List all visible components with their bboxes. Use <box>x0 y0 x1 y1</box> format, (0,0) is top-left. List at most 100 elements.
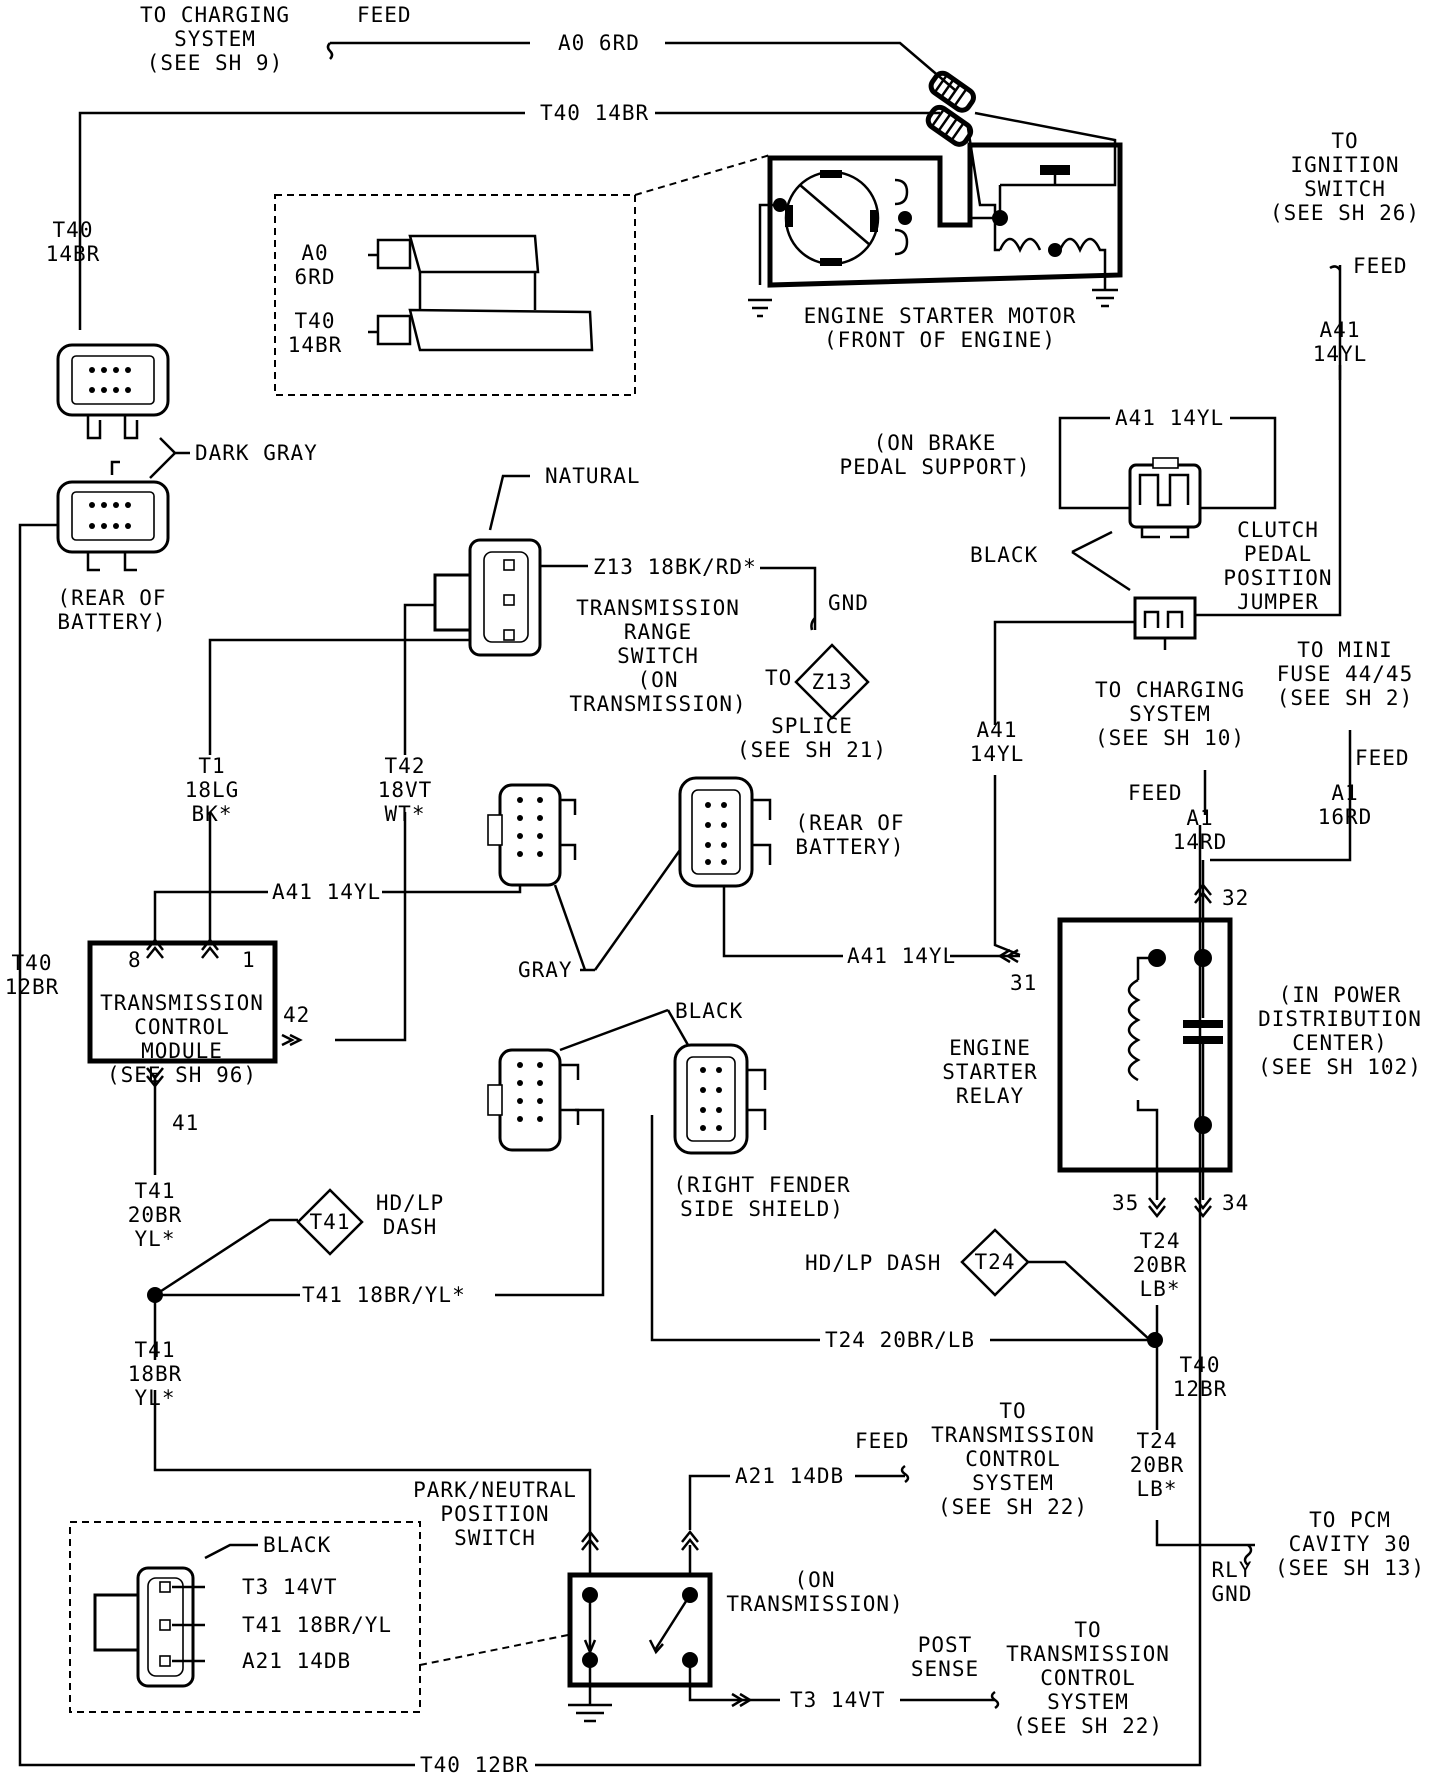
splice-label: SPLICE(SEE SH 21) <box>737 714 887 762</box>
t41-diamond <box>296 1188 364 1256</box>
z13-diamond-label: Z13 <box>812 670 853 694</box>
feed-ign-label: FEED <box>1353 254 1408 278</box>
t24-diamond <box>960 1228 1030 1297</box>
starter-motor-label: ENGINE STARTER MOTOR(FRONT OF ENGINE) <box>804 304 1077 352</box>
a0-6rd-label: A0 6RD <box>558 31 640 55</box>
black-clutch-label: BLACK <box>970 543 1038 567</box>
a41-14yl-relay-label: A41 14YL <box>847 944 956 968</box>
engine-starter-motor <box>748 70 1123 318</box>
pin-35-label: 35 <box>1112 1191 1139 1215</box>
t3-14vt-label: T3 14VT <box>790 1688 886 1712</box>
splice-dots <box>147 1287 1163 1348</box>
pnp-connector-inset <box>69 1521 421 1713</box>
z13-splice-diamond <box>794 643 870 720</box>
feed-a21-label: FEED <box>855 1429 910 1453</box>
feed-top-label: FEED <box>357 3 412 27</box>
engine-starter-relay <box>1057 917 1233 1173</box>
dark-gray-connector-lower <box>56 460 170 572</box>
t24-diamond-label: T24 <box>975 1250 1016 1274</box>
black-pnp-label: BLACK <box>263 1533 331 1557</box>
transmission-control-module <box>87 940 278 1064</box>
t41-diamond-label: T41 <box>310 1210 351 1234</box>
pin-8-label: 8 <box>128 948 142 972</box>
black-connector-right <box>673 1043 767 1155</box>
a41-14yl-loop-label: A41 14YL <box>1115 406 1224 430</box>
t41-18br-yl-label: T41 18BR/YL* <box>302 1283 466 1307</box>
park-neutral-switch <box>567 1545 713 1690</box>
a21-14db-inset-label: A21 14DB <box>242 1649 351 1673</box>
gray-connector-left <box>487 783 577 887</box>
pin-42-label: 42 <box>283 1003 310 1027</box>
clutch-pedal-jumper <box>1128 457 1202 539</box>
cavity-markers <box>146 882 1212 1708</box>
dark-gray-connector-upper <box>56 343 170 440</box>
gray-connector-right <box>678 776 772 888</box>
wires <box>18 41 1352 1767</box>
clutch-jumper-lower-connector <box>1133 596 1197 650</box>
pin-1-label: 1 <box>242 948 256 972</box>
natural-label: NATURAL <box>545 464 641 488</box>
dark-gray-label: DARK GRAY <box>195 441 318 465</box>
a21-14db-label: A21 14DB <box>735 1464 844 1488</box>
to-label: TO <box>765 666 792 690</box>
pin-32-label: 32 <box>1222 886 1249 910</box>
a41-14yl-tcm-label: A41 14YL <box>272 880 381 904</box>
feed-chg-label: FEED <box>1128 781 1183 805</box>
t40-12br-bottom-label: T40 12BR <box>420 1753 529 1777</box>
pin-31-label: 31 <box>1010 971 1037 995</box>
black-fender-label: BLACK <box>675 999 743 1023</box>
z13-label: Z13 18BK/RD* <box>593 555 757 579</box>
starter-terminal-inset <box>274 194 636 396</box>
t41-18br-yl-inset-label: T41 18BR/YL <box>242 1613 392 1637</box>
gnd-label: GND <box>828 591 869 615</box>
pin-41-label: 41 <box>172 1111 199 1135</box>
pin-34-label: 34 <box>1222 1191 1249 1215</box>
t3-14vt-inset-label: T3 14VT <box>242 1575 338 1599</box>
hd-lp-dash-label-2: HD/LP DASH <box>805 1251 941 1275</box>
t24-20br-lb-label: T24 20BR/LB <box>825 1328 975 1352</box>
gray-label: GRAY <box>518 958 573 982</box>
transmission-range-switch-connector <box>433 538 542 657</box>
black-connector-left <box>487 1048 580 1152</box>
t40-14br-top-label: T40 14BR <box>540 101 649 125</box>
feed-fuse-label: FEED <box>1355 746 1410 770</box>
